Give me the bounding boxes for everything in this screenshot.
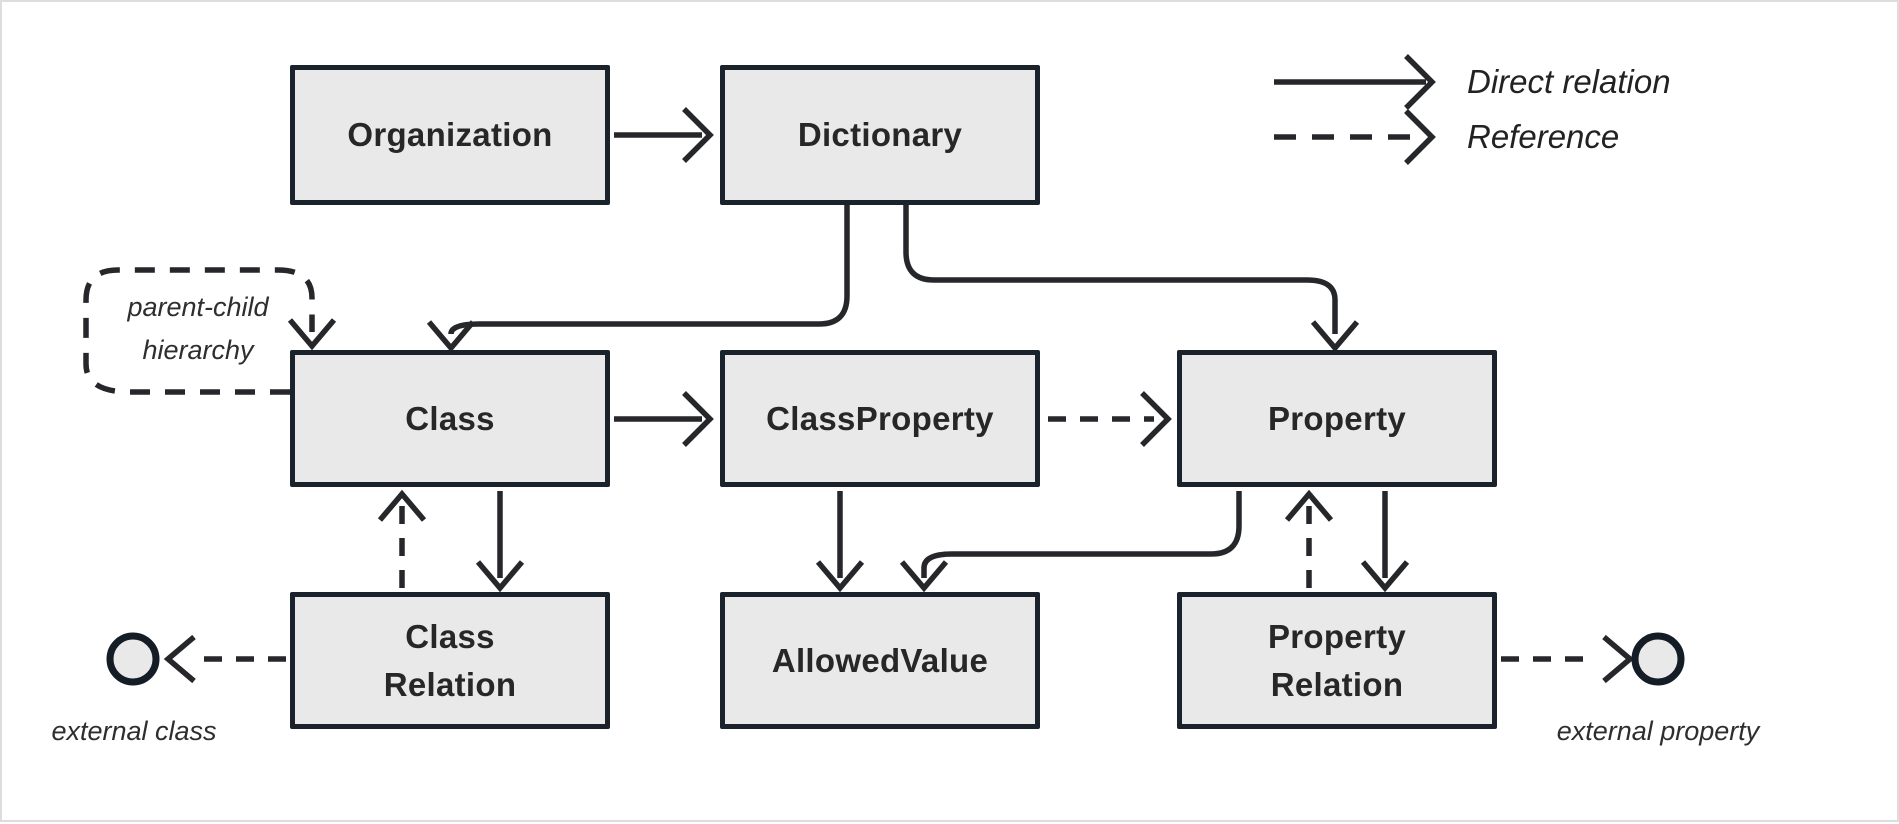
node-classrelation-label-line2: Relation (383, 665, 517, 703)
node-class-label: Class (405, 399, 495, 437)
node-propertyrelation: Property Relation (1177, 592, 1497, 729)
edge-class-selfloop-parent-child (83, 267, 337, 395)
node-organization: Organization (290, 65, 610, 205)
external-class-label: external class (51, 716, 217, 746)
parent-child-line2: hierarchy (142, 335, 254, 365)
edge-class-classrelation (475, 491, 525, 593)
legend-reference-label: Reference (1467, 118, 1620, 155)
node-class: Class (290, 350, 610, 487)
edge-classrelation-externalclass (106, 632, 286, 686)
external-class-circle (106, 632, 160, 686)
node-propertyrelation-label-line1: Property (1267, 617, 1407, 655)
legend-reference-arrow (1274, 109, 1436, 165)
node-propertyrelation-label-line2: Relation (1270, 665, 1404, 703)
node-allowedvalue: AllowedValue (720, 592, 1040, 729)
parent-child-line1: parent-child (127, 292, 269, 322)
node-property-label: Property (1267, 399, 1407, 437)
edge-propertyrelation-property (1284, 489, 1334, 588)
parent-child-hierarchy-label: parent-child hierarchy (98, 286, 298, 372)
node-classproperty: ClassProperty (720, 350, 1040, 487)
node-organization-label: Organization (347, 116, 553, 153)
edge-dictionary-class (426, 205, 850, 353)
node-classproperty-label: ClassProperty (766, 399, 994, 437)
edge-property-allowedvalue (899, 491, 1242, 593)
node-allowedvalue-label: AllowedValue (771, 641, 989, 679)
edge-dictionary-property (903, 205, 1360, 353)
node-classrelation: Class Relation (290, 592, 610, 729)
edge-class-classproperty (614, 391, 714, 447)
external-property-label: external property (1556, 716, 1760, 746)
node-property: Property (1177, 350, 1497, 487)
legend-direct-relation-arrow (1274, 54, 1436, 110)
external-property-circle (1631, 632, 1685, 686)
node-dictionary: Dictionary (720, 65, 1040, 205)
edge-property-propertyrelation (1360, 491, 1410, 593)
edge-classrelation-class (377, 489, 427, 588)
edge-classproperty-allowedvalue (815, 491, 865, 593)
node-dictionary-label: Dictionary (797, 116, 963, 153)
legend-direct-relation-label: Direct relation (1467, 63, 1671, 100)
edge-propertyrelation-externalproperty (1501, 632, 1685, 686)
node-classrelation-label-line1: Class (405, 617, 495, 655)
edge-organization-dictionary (614, 107, 714, 163)
edge-classproperty-property (1048, 391, 1172, 447)
